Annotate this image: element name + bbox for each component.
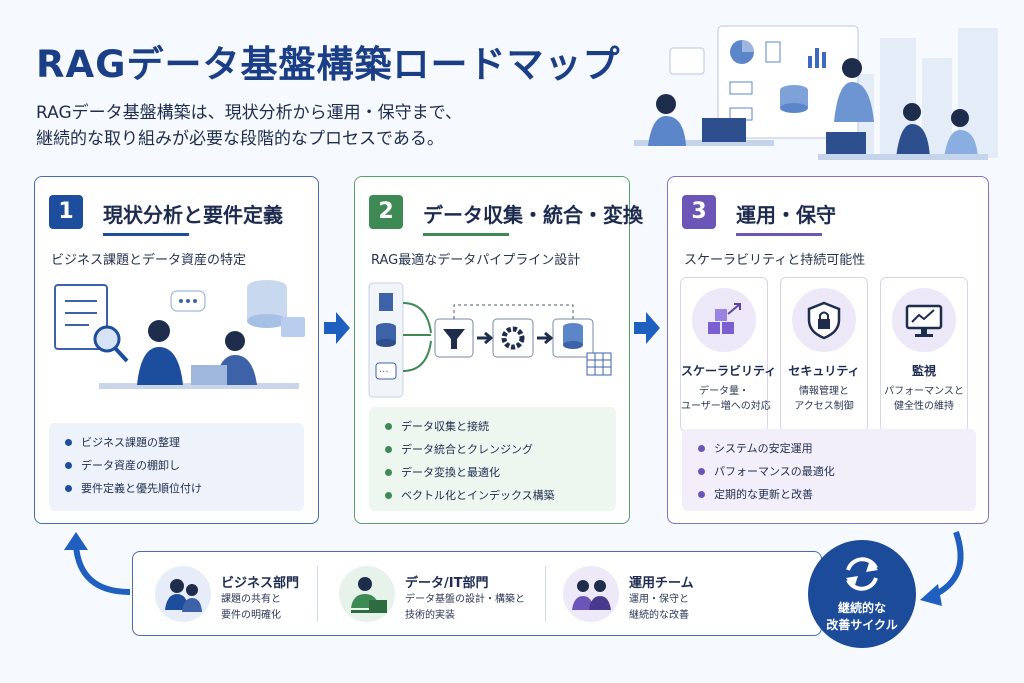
analysis-meeting-illustration — [54, 280, 305, 389]
team-collaboration-band: ビジネス部門 課題の共有と要件の明確化 データ/IT部門 データ基盤の設計・構築… — [132, 551, 822, 636]
feature-desc: データ量・ユーザー増への対応 — [681, 386, 771, 412]
step-checklist: システムの安定運用 パフォーマンスの最適化 定期的な更新と改善 — [682, 429, 976, 511]
cycle-arrow-left-icon — [64, 532, 131, 595]
list-item: システムの安定運用 — [698, 437, 976, 460]
step-checklist: データ収集と接続 データ統合とクレンジング データ変換と最適化 ベクトル化とイン… — [369, 407, 616, 511]
svg-text:···: ··· — [379, 367, 389, 378]
team-desc: データ基盤の設計・構築と技術的実装 — [405, 594, 525, 621]
feature-desc: パフォーマンスと健全性の維持 — [884, 386, 964, 412]
page-subtitle-line1: RAGデータ基盤構築は、現状分析から運用・保守まで、 — [36, 103, 462, 123]
step-subtitle: RAG最適なデータパイプライン設計 — [371, 253, 581, 268]
list-item: パフォーマンスの最適化 — [698, 460, 976, 483]
feature-title: 監視 — [911, 364, 936, 378]
team-title: ビジネス部門 — [221, 576, 300, 591]
list-item: データ統合とクレンジング — [385, 438, 616, 461]
engineer-icon — [339, 566, 395, 622]
cycle-label-line1: 継続的な — [837, 601, 886, 615]
arrow-right-icon — [634, 312, 660, 344]
arrow-right-icon — [324, 312, 350, 344]
team-title: 運用チーム — [629, 576, 694, 591]
page-subtitle-line2: 継続的な取り組みが必要な段階的なプロセスである。 — [36, 129, 444, 149]
page-title: RAGデータ基盤構築ロードマップ — [36, 43, 621, 86]
step-card-operations: 3 運用・保守 スケーラビリティと持続可能性 スケーラビリティ データ量・ユーザ… — [667, 176, 989, 524]
feature-scalability: スケーラビリティ データ量・ユーザー増への対応 — [680, 277, 777, 432]
cycle-arrow-right-icon — [920, 531, 964, 606]
list-item: ベクトル化とインデックス構築 — [385, 484, 616, 507]
step-title: 現状分析と要件定義 — [103, 203, 283, 227]
feature-title: セキュリティ — [788, 364, 860, 378]
list-item: データ資産の棚卸し — [65, 454, 304, 477]
feature-security: セキュリティ 情報管理とアクセス制御 — [780, 277, 868, 432]
shield-lock-icon — [792, 288, 856, 352]
step-card-data-pipeline: 2 データ収集・統合・変換 RAG最適なデータパイプライン設計 ··· データ収… — [354, 176, 643, 524]
cubes-icon — [692, 288, 756, 352]
list-item: 定期的な更新と改善 — [698, 483, 976, 506]
step-number-badge: 1 — [49, 195, 83, 229]
step-number-badge: 2 — [369, 195, 403, 229]
list-item: 要件定義と優先順位付け — [65, 477, 304, 500]
list-item: データ変換と最適化 — [385, 461, 616, 484]
operations-team-icon — [563, 566, 619, 622]
data-pipeline-illustration: ··· — [368, 282, 612, 398]
feature-title: スケーラビリティ — [681, 364, 777, 378]
business-team-icon — [155, 566, 211, 622]
team-desc: 運用・保守と継続的な改善 — [629, 594, 689, 621]
title-underline — [736, 233, 822, 236]
title-underline — [103, 233, 189, 236]
cycle-label-line2: 改善サイクル — [826, 618, 898, 632]
step-subtitle: ビジネス課題とデータ資産の特定 — [51, 253, 247, 268]
feature-desc: 情報管理とアクセス制御 — [794, 386, 854, 412]
improvement-cycle-badge: 継続的な 改善サイクル — [808, 540, 916, 648]
divider — [545, 566, 546, 622]
list-item: ビジネス課題の整理 — [65, 431, 304, 454]
feature-monitoring: 監視 パフォーマンスと健全性の維持 — [880, 277, 968, 432]
list-item: データ収集と接続 — [385, 415, 616, 438]
refresh-cycle-icon — [846, 557, 878, 591]
step-title: データ収集・統合・変換 — [423, 203, 643, 227]
monitor-chart-icon — [892, 288, 956, 352]
divider — [317, 566, 318, 622]
team-title: データ/IT部門 — [405, 576, 489, 591]
step-number-badge: 3 — [682, 195, 716, 229]
title-underline — [423, 233, 509, 236]
step-subtitle: スケーラビリティと持続可能性 — [684, 253, 866, 268]
team-desc: 課題の共有と要件の明確化 — [221, 594, 281, 621]
step-title: 運用・保守 — [736, 203, 836, 227]
step-card-analysis: 1 現状分析と要件定義 ビジネス課題とデータ資産の特定 ビジネス課題の整理 デー… — [34, 176, 319, 524]
header-team-illustration — [634, 25, 998, 160]
step-checklist: ビジネス課題の整理 データ資産の棚卸し 要件定義と優先順位付け — [49, 423, 304, 511]
